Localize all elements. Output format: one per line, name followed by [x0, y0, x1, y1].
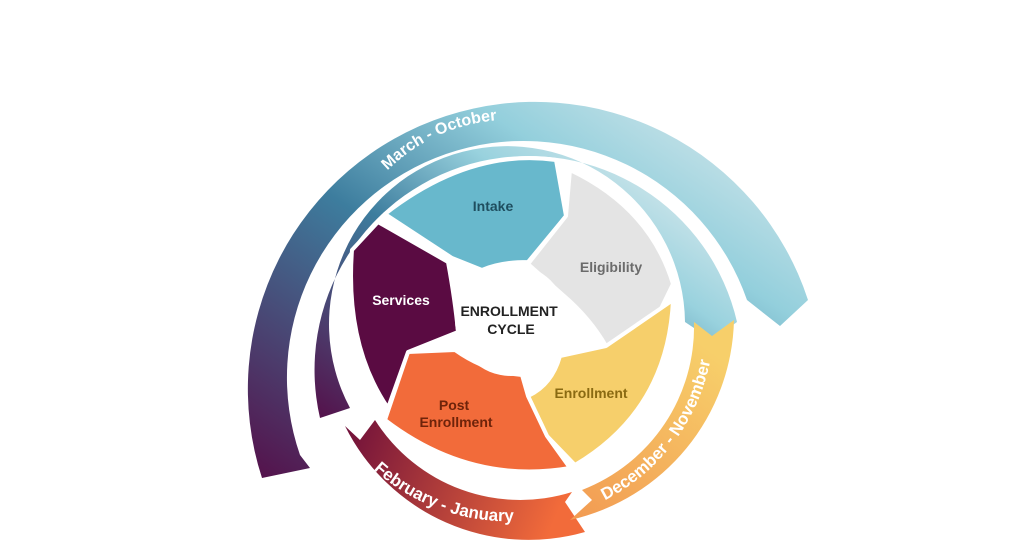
center-circle [455, 264, 567, 376]
svg-text:Post Enrollment: Post Enrollment [419, 397, 492, 430]
segment-label-eligibility: Eligibility [580, 259, 642, 275]
segment-label-post-line1: Post [439, 397, 470, 413]
segment-label-intake: Intake [473, 198, 514, 214]
segment-services [349, 220, 460, 410]
segment-intake [383, 156, 568, 272]
segment-label-services: Services [372, 292, 430, 308]
segment-label-post-line2: Enrollment [419, 414, 492, 430]
bottom-left-arc [345, 420, 585, 540]
segment-label-enrollment: Enrollment [554, 385, 627, 401]
svg-text:ENROLLMENT CYCLE: ENROLLMENT CYCLE [460, 303, 561, 337]
segment-eligibility [526, 168, 675, 348]
segment-enrollment [526, 298, 675, 467]
bottom-right-arc [570, 320, 734, 520]
center-label-line2: CYCLE [487, 321, 534, 337]
center-label-line1: ENROLLMENT [460, 303, 558, 319]
